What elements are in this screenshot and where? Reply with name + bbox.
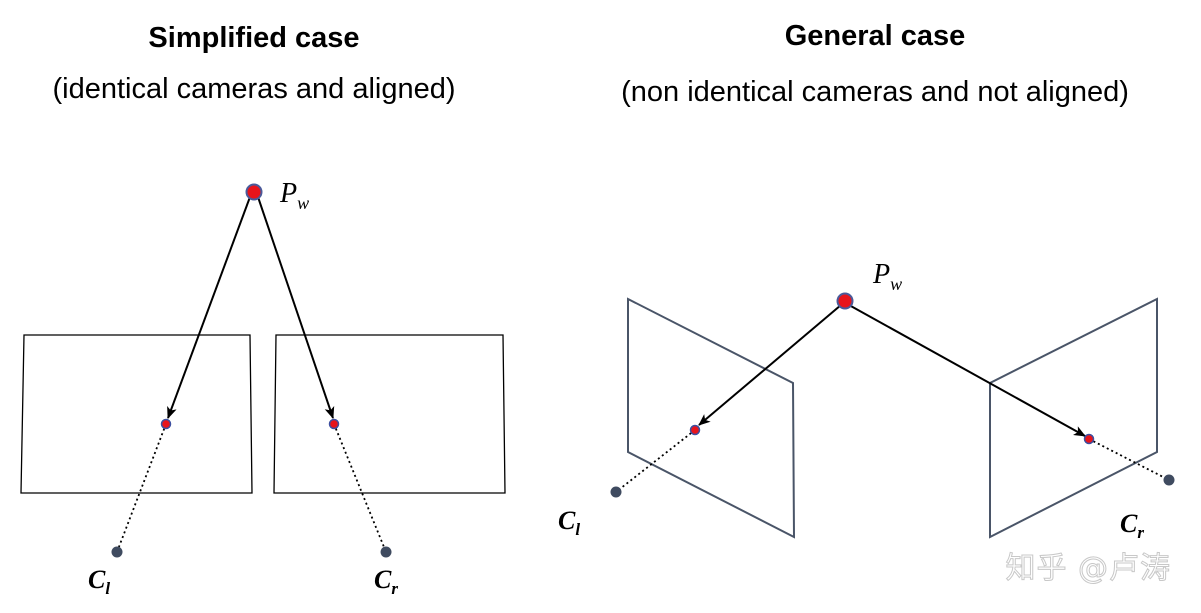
simplified-case-panel: Simplified case (identical cameras and a… <box>20 22 506 598</box>
simplified-right-image-point <box>328 418 340 430</box>
general-left-image-point <box>689 424 701 436</box>
simplified-left-image-plane <box>20 334 253 494</box>
simplified-right-image-plane <box>273 334 506 494</box>
watermark-text: 知乎 @卢涛 <box>1005 551 1171 586</box>
general-right-image-point <box>1083 433 1095 445</box>
simplified-right-camera-center <box>380 546 392 558</box>
simplified-right-camera-center-label: Cr <box>374 565 398 598</box>
general-world-point-label: Pw <box>872 259 902 294</box>
general-right-image-plane <box>989 297 1158 539</box>
general-case-title: General case <box>785 20 966 52</box>
simplified-case-title: Simplified case <box>148 22 359 54</box>
general-left-ray-arrow <box>698 304 842 426</box>
simplified-world-point-label: Pw <box>279 178 309 213</box>
general-right-ray-arrow <box>848 304 1086 437</box>
general-left-camera-center-label: Cl <box>558 506 580 539</box>
simplified-right-ray-arrow <box>257 196 335 419</box>
general-case-subtitle: (non identical cameras and not aligned) <box>621 76 1129 108</box>
general-case-panel: General case (non identical cameras and … <box>558 20 1175 542</box>
simplified-left-ray-arrow <box>167 196 251 419</box>
general-world-point <box>836 292 854 310</box>
general-left-image-plane <box>627 297 796 539</box>
general-left-projection-dotted <box>615 429 696 493</box>
general-right-camera-center-label: Cr <box>1120 509 1144 542</box>
simplified-case-subtitle: (identical cameras and aligned) <box>53 73 456 105</box>
simplified-world-point <box>245 183 263 201</box>
simplified-left-camera-center-label: Cl <box>88 565 110 598</box>
simplified-right-projection-dotted <box>333 423 387 553</box>
simplified-left-camera-center <box>111 546 123 558</box>
general-right-camera-center <box>1163 474 1175 486</box>
general-left-camera-center <box>610 486 622 498</box>
simplified-left-projection-dotted <box>116 423 167 553</box>
simplified-left-image-point <box>160 418 172 430</box>
